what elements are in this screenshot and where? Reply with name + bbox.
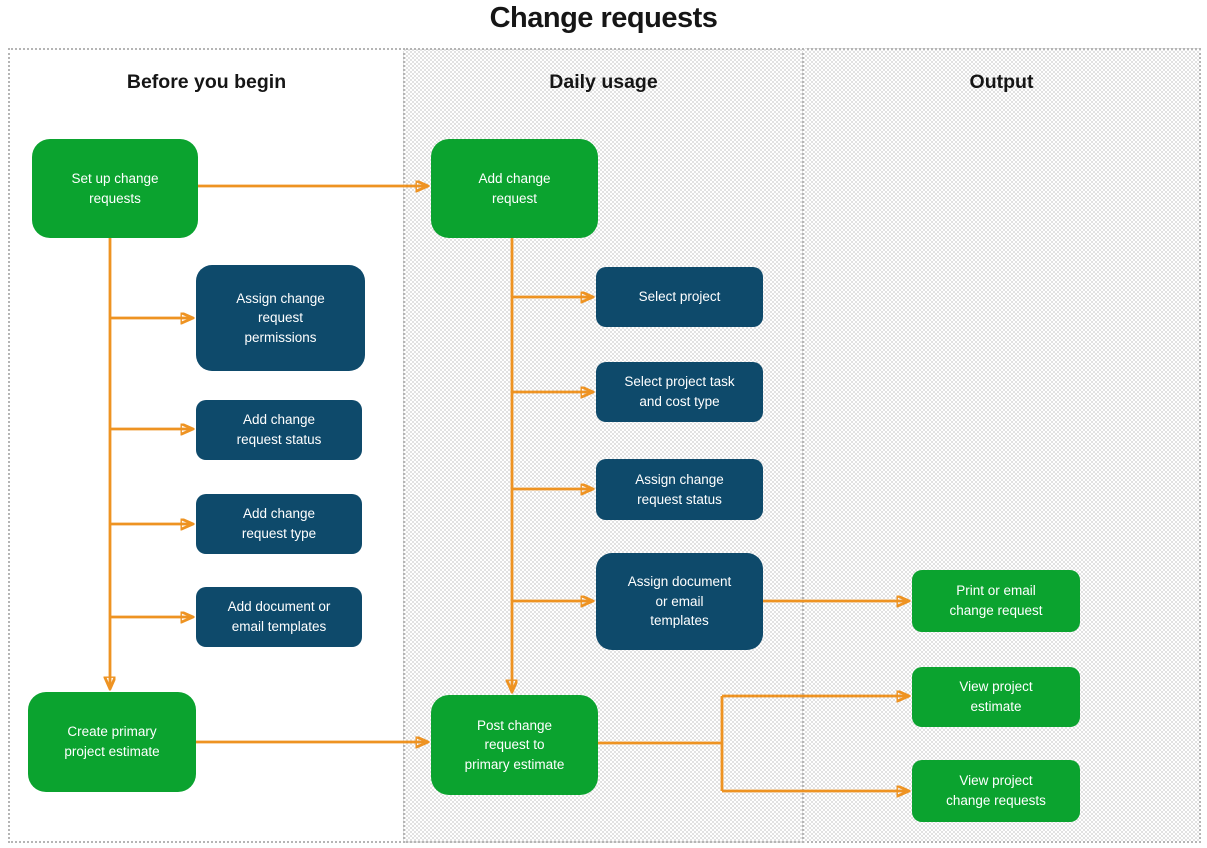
column-output: Output xyxy=(802,48,1201,843)
node-assign-change-request-status: Assign change request status xyxy=(596,459,763,520)
column-header-before-you-begin: Before you begin xyxy=(126,71,287,93)
node-view-project-estimate: View project estimate xyxy=(912,667,1080,727)
node-add-change-request: Add change request xyxy=(431,139,598,238)
column-header-output: Output xyxy=(969,71,1034,93)
node-post-change-request-to-primary-estimate: Post change request to primary estimate xyxy=(431,695,598,795)
node-add-document-or-email-templates: Add document or email templates xyxy=(196,587,362,647)
node-create-primary-project-estimate: Create primary project estimate xyxy=(28,692,196,792)
node-print-or-email-change-request: Print or email change request xyxy=(912,570,1080,632)
node-add-change-request-type: Add change request type xyxy=(196,494,362,554)
node-select-project: Select project xyxy=(596,267,763,327)
node-assign-change-request-permissions: Assign change request permissions xyxy=(196,265,365,371)
node-add-change-request-status: Add change request status xyxy=(196,400,362,460)
node-view-project-change-requests: View project change requests xyxy=(912,760,1080,822)
node-assign-document-or-email-templates: Assign document or email templates xyxy=(596,553,763,650)
page-title: Change requests xyxy=(489,2,718,34)
column-header-daily-usage: Daily usage xyxy=(549,71,658,93)
node-set-up-change-requests: Set up change requests xyxy=(32,139,198,238)
node-select-project-task-and-cost-type: Select project task and cost type xyxy=(596,362,763,422)
